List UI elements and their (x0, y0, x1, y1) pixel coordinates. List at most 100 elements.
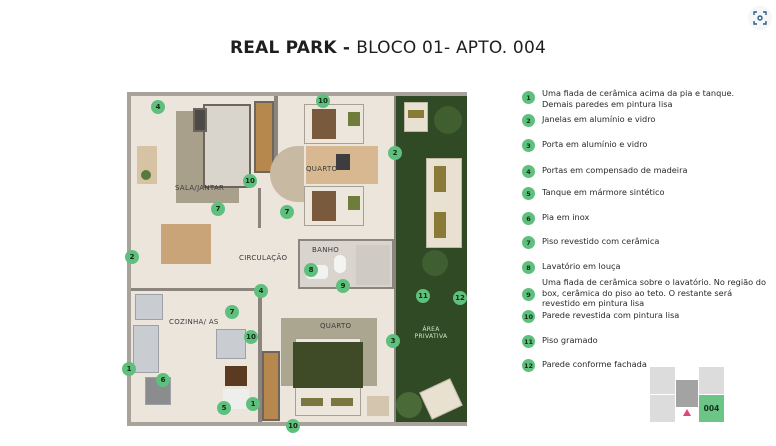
dining-table (161, 224, 211, 264)
legend-badge: 5 (522, 187, 535, 200)
lounge-chair (419, 378, 463, 420)
stove (135, 294, 163, 320)
key-plan-unit (699, 367, 724, 394)
legend-badge: 8 (522, 261, 535, 274)
entrance-arrow-icon (683, 409, 691, 416)
marker-2: 2 (125, 250, 139, 264)
area-privativa-garden: ÁREA PRIVATIVA (396, 96, 467, 422)
wardrobe-sala (254, 101, 274, 173)
label-quarto-bottom: QUARTO (320, 322, 352, 330)
scan-camera-icon (753, 11, 767, 25)
legend-text: Parede revestida com pintura lisa (542, 310, 680, 320)
legend-text: Tanque em mármore sintético (542, 187, 665, 197)
legend-badge: 9 (522, 288, 535, 301)
room-quarto-bottom: QUARTO (281, 314, 394, 422)
legend-text: Janelas em alumínio e vidro (542, 114, 656, 124)
marker-11: 11 (416, 289, 430, 303)
key-plan-unit (650, 395, 675, 422)
marker-10: 10 (244, 330, 258, 344)
pillow (348, 112, 360, 126)
pantry (225, 366, 247, 386)
cushion (434, 212, 446, 238)
label-area-privativa: ÁREA PRIVATIVA (414, 326, 448, 340)
pillow (348, 196, 360, 210)
title-unit: BLOCO 01- APTO. 004 (356, 38, 546, 58)
legend-item: 5 Tanque em mármore sintético (522, 187, 767, 200)
legend-badge: 6 (522, 212, 535, 225)
legend-item: 11 Piso gramado (522, 335, 767, 348)
legend-text: Pia em inox (542, 212, 590, 222)
legend-item: 7 Piso revestido com cerâmica (522, 236, 767, 249)
marker-4: 4 (151, 100, 165, 114)
wardrobe-quarto (262, 351, 280, 421)
bed-cover (293, 342, 363, 388)
room-cozinha: COZINHA/ AS (131, 291, 258, 422)
legend-badge: 10 (522, 310, 535, 323)
legend-item: 10 Parede revestida com pintura lisa (522, 310, 767, 323)
pillow (301, 398, 323, 406)
marker-9: 9 (336, 279, 350, 293)
legend-item: 3 Porta em alumínio e vidro (522, 139, 767, 152)
wall (258, 296, 262, 422)
key-plan: 004 (648, 365, 726, 423)
fridge (216, 329, 246, 359)
chair (336, 154, 350, 170)
key-plan-unit-highlighted: 004 (699, 395, 724, 422)
garden-plant (396, 392, 422, 418)
label-sala-jantar: SALA/JANTAR (175, 184, 225, 192)
legend-badge: 1 (522, 91, 535, 104)
wall (131, 288, 261, 291)
legend-text: Portas em compensado de madeira (542, 165, 688, 175)
garden-plant (434, 106, 462, 134)
marker-10: 10 (316, 94, 330, 108)
legend-item: 1 Uma fiada de cerâmica acima da pia e t… (522, 88, 767, 109)
bed-cover (312, 109, 336, 139)
legend-text: Piso gramado (542, 335, 598, 345)
marker-3: 3 (386, 334, 400, 348)
marker-7: 7 (280, 205, 294, 219)
pillow (331, 398, 353, 406)
cushion (434, 166, 446, 192)
floor-plan: SALA/JANTAR QUARTO ÁREA PRIVATIVA CIRCUL… (122, 92, 467, 433)
legend-badge: 7 (522, 236, 535, 249)
cushion (408, 110, 424, 118)
scan-image-button[interactable] (748, 6, 772, 30)
toilet (334, 255, 346, 273)
label-cozinha: COZINHA/ AS (169, 318, 219, 326)
nightstand (367, 396, 389, 416)
legend-text: Porta em alumínio e vidro (542, 139, 648, 149)
legend-item: 2 Janelas em alumínio e vidro (522, 114, 767, 127)
key-plan-core (676, 380, 698, 407)
marker-7: 7 (211, 202, 225, 216)
legend-badge: 3 (522, 139, 535, 152)
label-banho: BANHO (312, 246, 340, 254)
room-quarto-top: QUARTO (270, 96, 396, 236)
garden-plant (422, 250, 448, 276)
marker-8: 8 (304, 263, 318, 277)
marker-1: 1 (246, 397, 260, 411)
legend-item: 4 Portas em compensado de madeira (522, 165, 767, 178)
legend-item: 6 Pia em inox (522, 212, 767, 225)
wall (274, 96, 278, 176)
sink-counter (133, 325, 159, 373)
sofa (203, 104, 251, 188)
label-circulacao: CIRCULAÇÃO (239, 254, 288, 262)
legend-text: Piso revestido com cerâmica (542, 236, 660, 246)
key-plan-unit (650, 367, 675, 394)
marker-4: 4 (254, 284, 268, 298)
shower (356, 245, 390, 285)
legend-text: Lavatório em louça (542, 261, 621, 271)
legend-badge: 11 (522, 335, 535, 348)
marker-5: 5 (217, 401, 231, 415)
legend-text: Uma fiada de cerâmica sobre o lavatório.… (542, 277, 766, 308)
legend-badge: 12 (522, 359, 535, 372)
marker-12: 12 (453, 291, 467, 305)
marker-7: 7 (225, 305, 239, 319)
legend-item: 8 Lavatório em louça (522, 261, 767, 274)
marker-10: 10 (243, 174, 257, 188)
legend-item: 12 Parede conforme fachada (522, 359, 767, 372)
label-quarto-top: QUARTO (306, 165, 338, 173)
bed-cover (312, 191, 336, 221)
legend-text: Uma fiada de cerâmica acima da pia e tan… (542, 88, 735, 109)
armchair (193, 108, 207, 132)
